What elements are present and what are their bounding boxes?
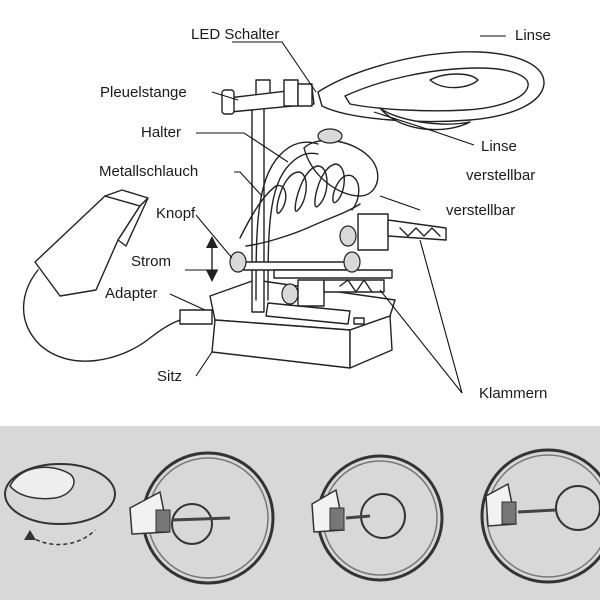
rotate-arrow-icon	[29, 529, 96, 546]
adapter-drawing	[22, 189, 199, 362]
label-led-schalter: LED Schalter	[191, 26, 279, 43]
label-strom: Strom	[131, 253, 171, 270]
label-metallschlauch: Metallschlauch	[99, 163, 198, 180]
rotation-panel-2	[129, 451, 275, 585]
lens-rotation-photo	[0, 426, 600, 600]
label-pleuelstange: Pleuelstange	[100, 84, 187, 101]
rotation-panel-1	[4, 463, 116, 546]
clamp-assembly	[229, 213, 447, 307]
label-knopf: Knopf	[156, 205, 196, 222]
label-klammern: Klammern	[479, 385, 547, 402]
label-linse-top: Linse	[515, 27, 551, 44]
label-linse-mid: Linse	[481, 138, 517, 155]
halter-drawing	[303, 128, 379, 197]
coil-drawing	[239, 163, 361, 247]
magnifier-diagram: LED Schalter Linse Pleuelstange Halter L…	[22, 26, 551, 402]
double-arrow-icon	[206, 236, 218, 282]
base-drawing	[179, 279, 396, 369]
lens-drawing	[317, 51, 545, 131]
rotation-panel-4	[480, 448, 600, 584]
rotation-panel-3	[311, 454, 444, 582]
leader-lines	[169, 35, 506, 394]
label-adapter: Adapter	[105, 285, 158, 302]
label-halter: Halter	[141, 124, 181, 141]
label-verstellbar-2: verstellbar	[446, 202, 515, 219]
gooseneck	[255, 141, 319, 301]
label-verstellbar-1: verstellbar	[466, 167, 535, 184]
label-sitz: Sitz	[157, 368, 182, 385]
